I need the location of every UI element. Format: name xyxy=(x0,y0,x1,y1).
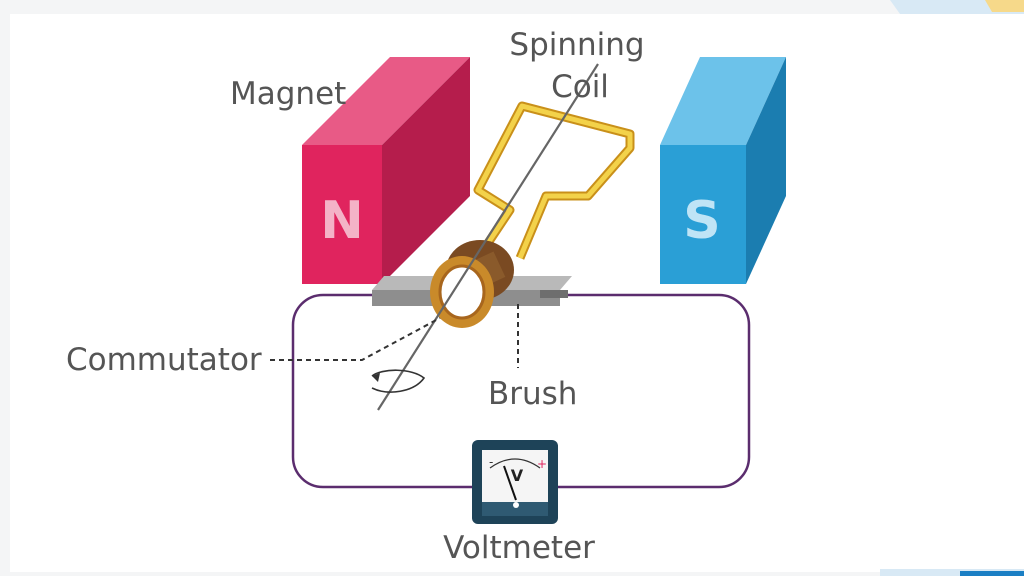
voltmeter-label: Voltmeter xyxy=(443,530,595,566)
spinning-coil xyxy=(473,101,635,261)
coil-label-line2: Coil xyxy=(551,69,609,105)
south-pole-label: S xyxy=(683,191,720,251)
rotation-arrow-icon xyxy=(371,369,426,393)
commutator xyxy=(430,240,514,328)
voltmeter-symbol: V xyxy=(511,466,524,485)
magnet-label: Magnet xyxy=(230,76,346,112)
voltmeter-minus: - xyxy=(489,455,493,469)
commutator-leader-line xyxy=(270,317,441,361)
coil-label-line1: Spinning xyxy=(509,27,644,63)
voltmeter: - + V xyxy=(472,440,558,524)
north-magnet: N xyxy=(302,57,470,284)
axle xyxy=(377,63,599,411)
north-pole-label: N xyxy=(320,191,364,251)
south-magnet: S xyxy=(660,57,786,284)
voltmeter-plus: + xyxy=(537,457,547,471)
brush-label: Brush xyxy=(488,376,577,412)
commutator-label: Commutator xyxy=(66,342,262,378)
